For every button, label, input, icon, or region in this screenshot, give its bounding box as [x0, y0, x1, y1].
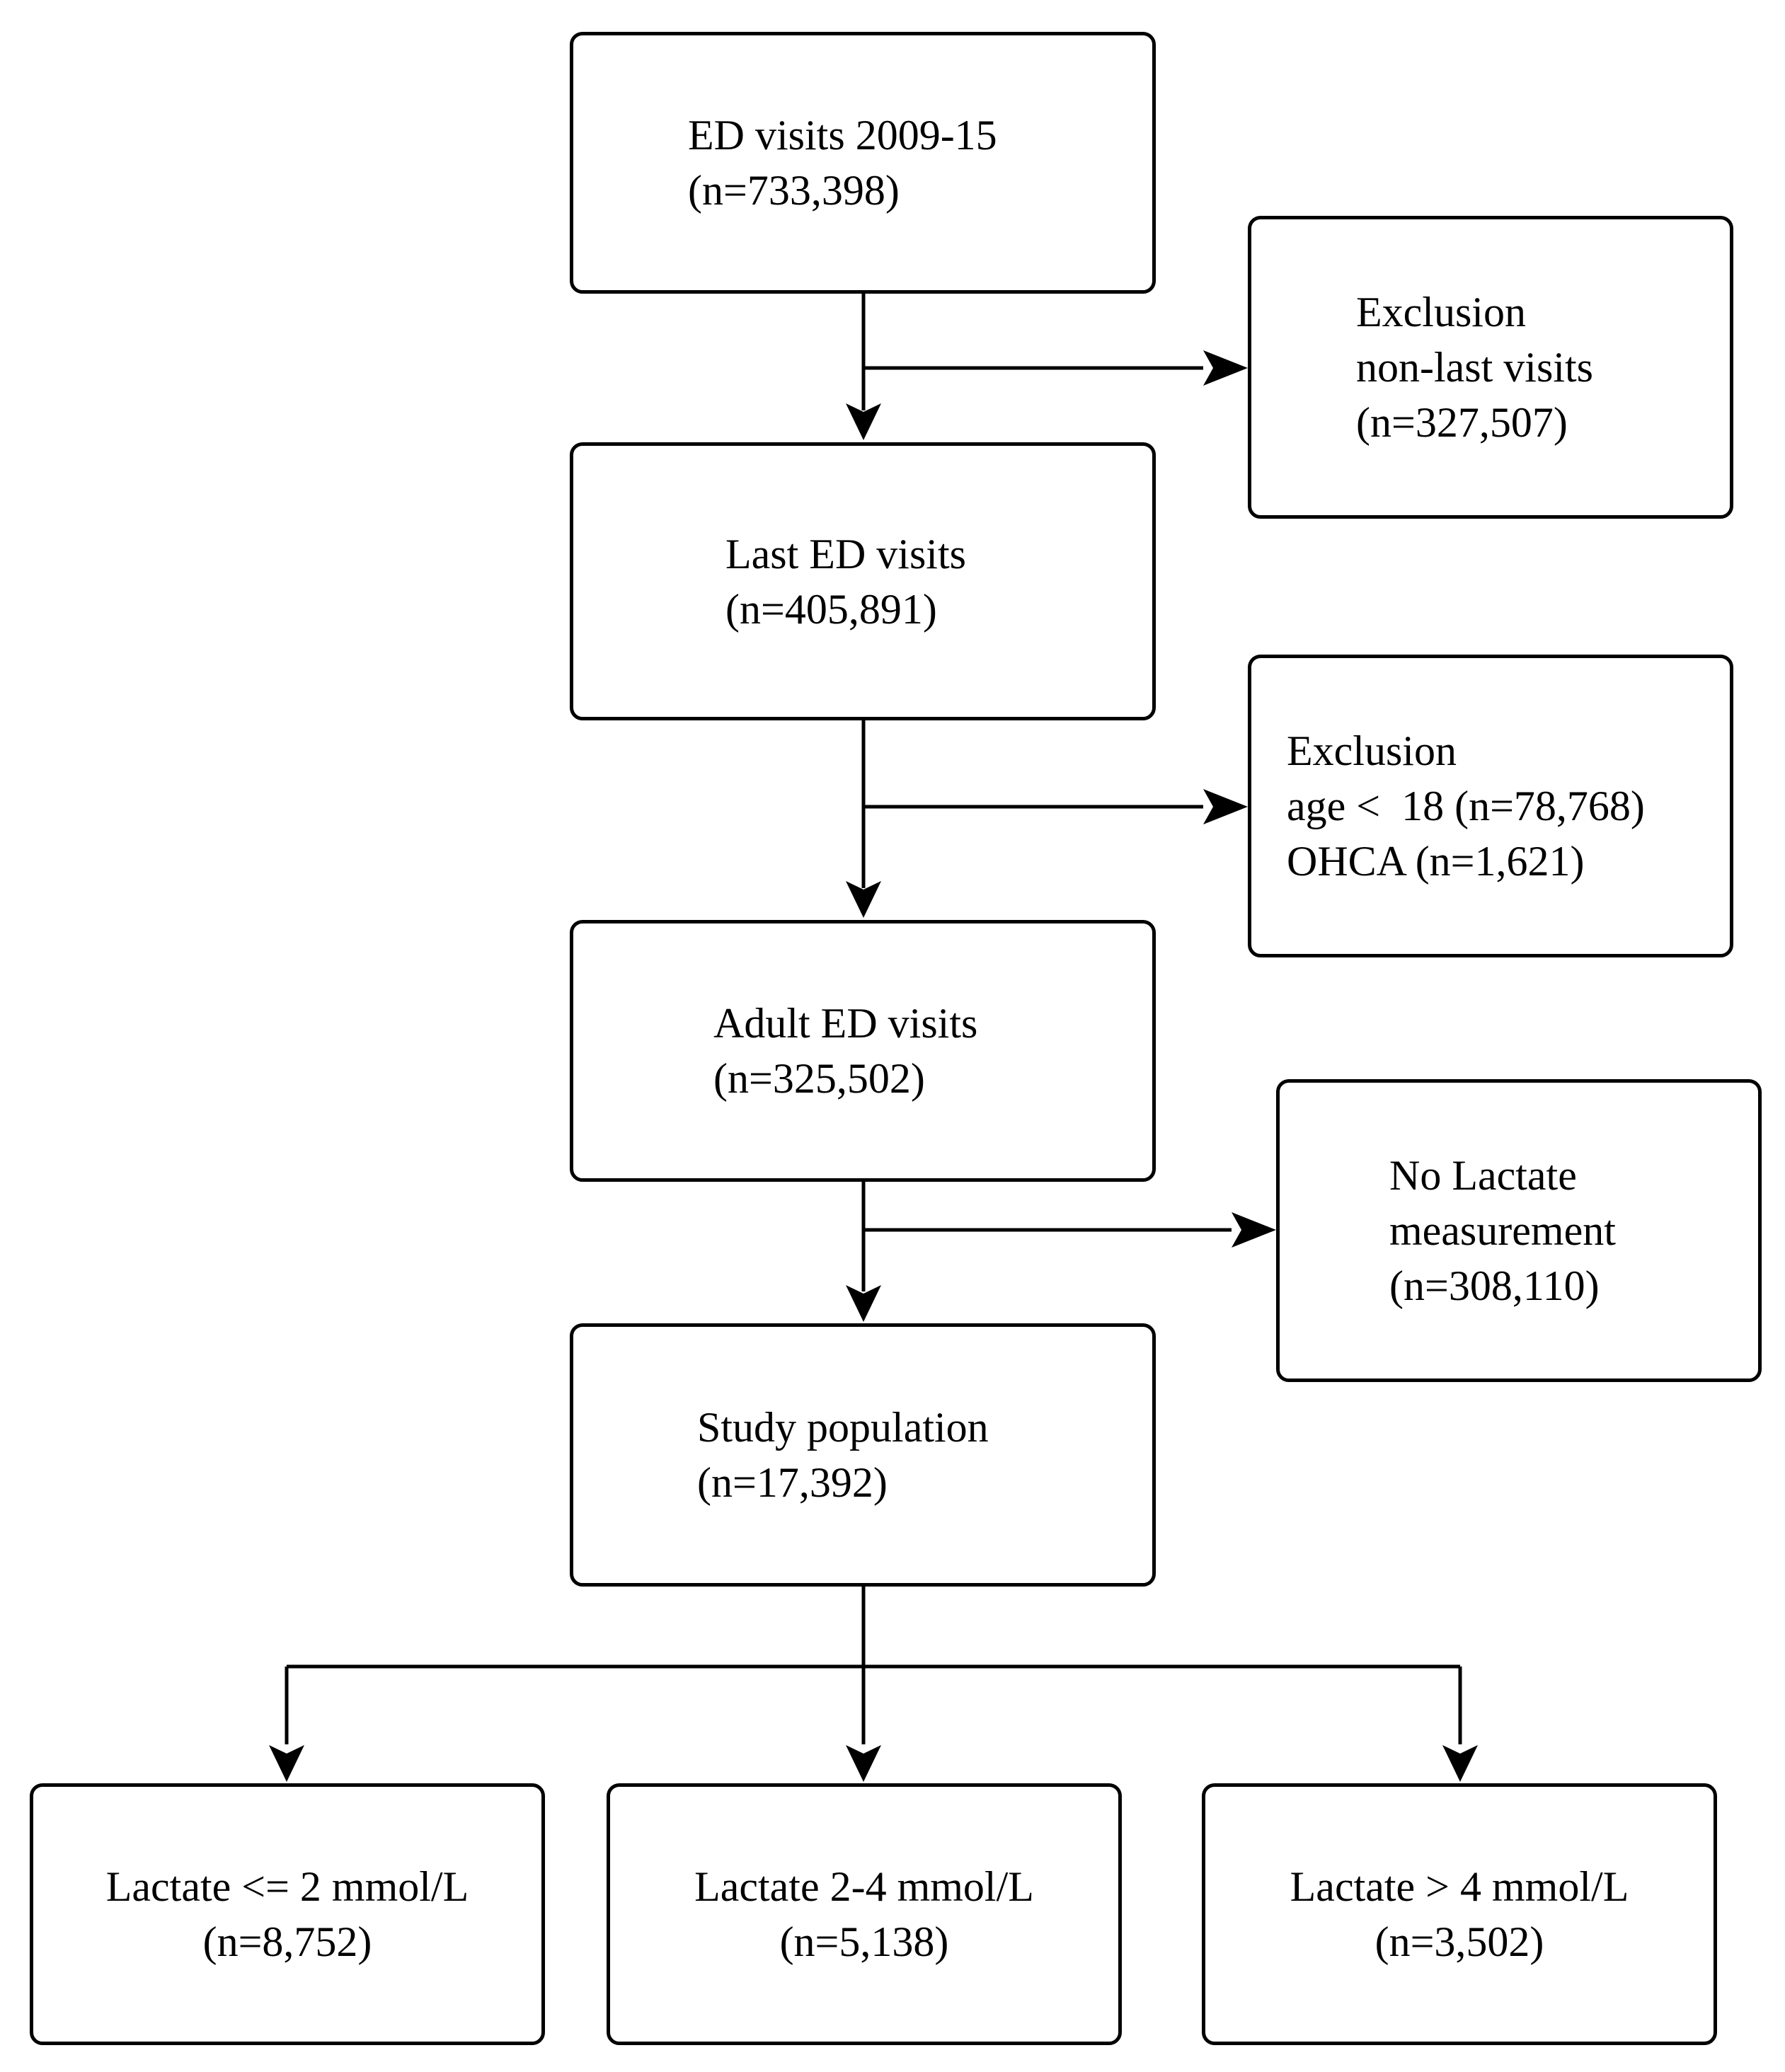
study-population-count: (n=17,392) — [697, 1459, 888, 1506]
adult-ed-visits-box: Adult ED visits (n=325,502) — [570, 920, 1156, 1182]
exclusion-non-last-box: Exclusion non-last visits (n=327,507) — [1248, 216, 1733, 519]
last-ed-visits-count: (n=405,891) — [725, 585, 937, 633]
exclusion-age-ohca-line3: OHCA (n=1,621) — [1287, 838, 1585, 885]
lactate-mid-title: Lactate 2-4 mmol/L — [694, 1863, 1034, 1910]
lactate-mid-count: (n=5,138) — [779, 1918, 949, 1965]
arrowhead-branch-3 — [1232, 1212, 1276, 1248]
ed-visits-title: ED visits 2009-15 — [688, 112, 997, 159]
arrowhead-mid — [846, 1745, 881, 1782]
lactate-high-title: Lactate > 4 mmol/L — [1290, 1863, 1629, 1910]
study-population-title: Study population — [697, 1404, 989, 1451]
arrowhead-high — [1442, 1745, 1478, 1782]
last-ed-visits-title: Last ED visits — [725, 530, 966, 577]
adult-ed-visits-count: (n=325,502) — [713, 1055, 925, 1102]
exclusion-age-ohca-line1: Exclusion — [1287, 727, 1457, 774]
lactate-high-box: Lactate > 4 mmol/L (n=3,502) — [1202, 1783, 1717, 2045]
no-lactate-line3: (n=308,110) — [1389, 1262, 1600, 1309]
exclusion-age-ohca-line2: age < 18 (n=78,768) — [1287, 783, 1645, 829]
lactate-low-box: Lactate <= 2 mmol/L (n=8,752) — [30, 1783, 545, 2045]
exclusion-non-last-line1: Exclusion — [1356, 289, 1526, 335]
arrowhead-2 — [846, 881, 881, 918]
no-lactate-box: No Lactate measurement (n=308,110) — [1276, 1079, 1762, 1382]
exclusion-age-ohca-box: Exclusion age < 18 (n=78,768) OHCA (n=1,62… — [1248, 655, 1733, 957]
ed-visits-box: ED visits 2009-15 (n=733,398) — [570, 32, 1156, 294]
lactate-mid-box: Lactate 2-4 mmol/L (n=5,138) — [607, 1783, 1122, 2045]
arrowhead-low — [269, 1745, 304, 1782]
arrowhead-branch-1 — [1203, 350, 1248, 386]
lactate-low-count: (n=8,752) — [202, 1918, 372, 1965]
lactate-low-title: Lactate <= 2 mmol/L — [105, 1863, 469, 1910]
no-lactate-line1: No Lactate — [1389, 1152, 1577, 1199]
arrowhead-branch-2 — [1203, 789, 1248, 824]
study-population-box: Study population (n=17,392) — [570, 1323, 1156, 1587]
no-lactate-line2: measurement — [1389, 1207, 1616, 1254]
ed-visits-count: (n=733,398) — [688, 167, 900, 214]
arrowhead-3 — [846, 1285, 881, 1322]
lactate-high-count: (n=3,502) — [1374, 1918, 1544, 1965]
adult-ed-visits-title: Adult ED visits — [713, 1000, 978, 1047]
last-ed-visits-box: Last ED visits (n=405,891) — [570, 442, 1156, 720]
exclusion-non-last-line2: non-last visits — [1356, 344, 1594, 391]
exclusion-non-last-line3: (n=327,507) — [1356, 399, 1568, 446]
arrowhead-1 — [846, 403, 881, 440]
